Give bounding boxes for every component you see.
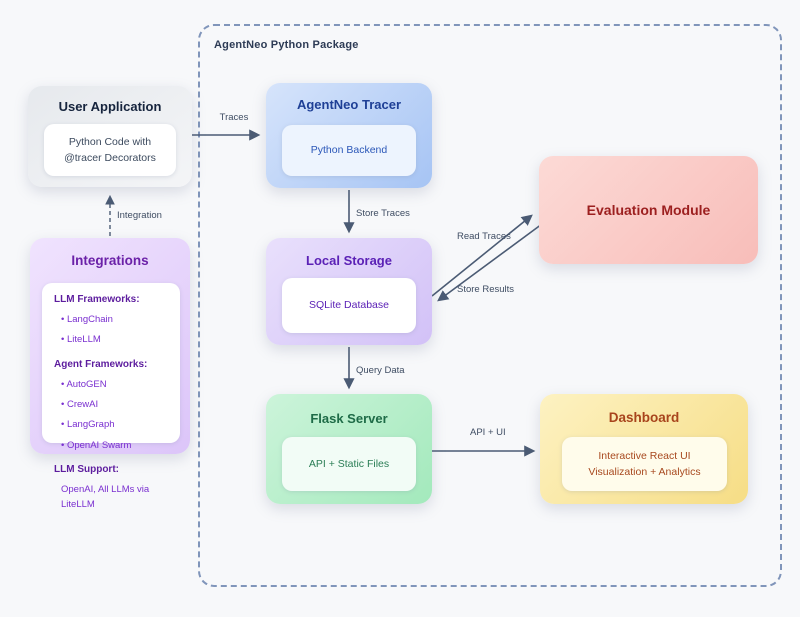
- integrations-section-heading: LLM Frameworks:: [54, 294, 140, 305]
- integrations-section-heading: Agent Frameworks:: [54, 358, 148, 370]
- agentneo-tracer-line: Python Backend: [310, 144, 388, 157]
- dashboard-line: Visualization + Analytics: [588, 466, 701, 478]
- node-evaluation-module: Evaluation Module: [539, 156, 758, 264]
- integrations-item: OpenAI Swarm: [54, 439, 176, 454]
- agentneo-tracer-title: AgentNeo Tracer: [296, 97, 402, 112]
- store-traces-label: Store Traces: [356, 208, 410, 219]
- integrations-item: AutoGEN: [54, 378, 176, 393]
- query-data-label: Query Data: [356, 365, 405, 376]
- package-label: AgentNeo Python Package: [214, 39, 359, 51]
- api-ui-label: API + UI: [470, 427, 506, 438]
- node-user-application: User Application Python Code with @trace…: [28, 86, 192, 187]
- evaluation-module-title: Evaluation Module: [586, 202, 711, 218]
- dashboard-card: Interactive React UI Visualization + Ana…: [562, 437, 727, 491]
- local-storage-line: SQLite Database: [309, 299, 389, 312]
- integrations-title: Integrations: [71, 253, 149, 268]
- integrations-section-heading: LLM Support:: [54, 464, 119, 476]
- integrations-card: LLM Frameworks: LangChain LiteLLM Agent …: [42, 283, 180, 510]
- flask-server-title: Flask Server: [310, 411, 388, 426]
- node-dashboard: Dashboard Interactive React UI Visualiza…: [540, 394, 748, 504]
- dashboard-title: Dashboard: [608, 410, 680, 425]
- local-storage-card: SQLite Database: [282, 278, 416, 333]
- user-application-line: @tracer Decorators: [64, 152, 156, 164]
- integrations-item: CrewAI: [54, 398, 176, 413]
- package-boundary: AgentNeo Python Package: [198, 24, 782, 587]
- traces-label: Traces: [219, 112, 249, 123]
- integration-label: Integration: [117, 210, 162, 221]
- node-local-storage: Local Storage SQLite Database: [266, 238, 432, 345]
- read-traces-label: Read Traces: [457, 231, 511, 242]
- user-application-card: Python Code with @tracer Decorators: [44, 124, 176, 176]
- flask-server-line: API + Static Files: [308, 457, 390, 470]
- node-integrations: Integrations LLM Frameworks: LangChain L…: [30, 238, 190, 510]
- user-application-title: User Application: [58, 99, 162, 114]
- integrations-item: LangGraph: [54, 418, 176, 433]
- store-results-label: Store Results: [457, 284, 515, 295]
- integrations-item: LiteLLM: [54, 333, 176, 348]
- integrations-item: LangChain: [54, 313, 176, 328]
- flask-server-card: API + Static Files: [282, 437, 416, 491]
- user-application-line: Python Code with: [68, 135, 152, 148]
- integrations-item: OpenAI, All LLMs via LiteLLM: [61, 484, 150, 511]
- agentneo-tracer-card: Python Backend: [282, 125, 416, 176]
- local-storage-title: Local Storage: [306, 253, 392, 268]
- node-agentneo-tracer: AgentNeo Tracer Python Backend: [266, 83, 432, 188]
- dashboard-line: Interactive React UI: [598, 449, 691, 462]
- node-flask-server: Flask Server API + Static Files: [266, 394, 432, 504]
